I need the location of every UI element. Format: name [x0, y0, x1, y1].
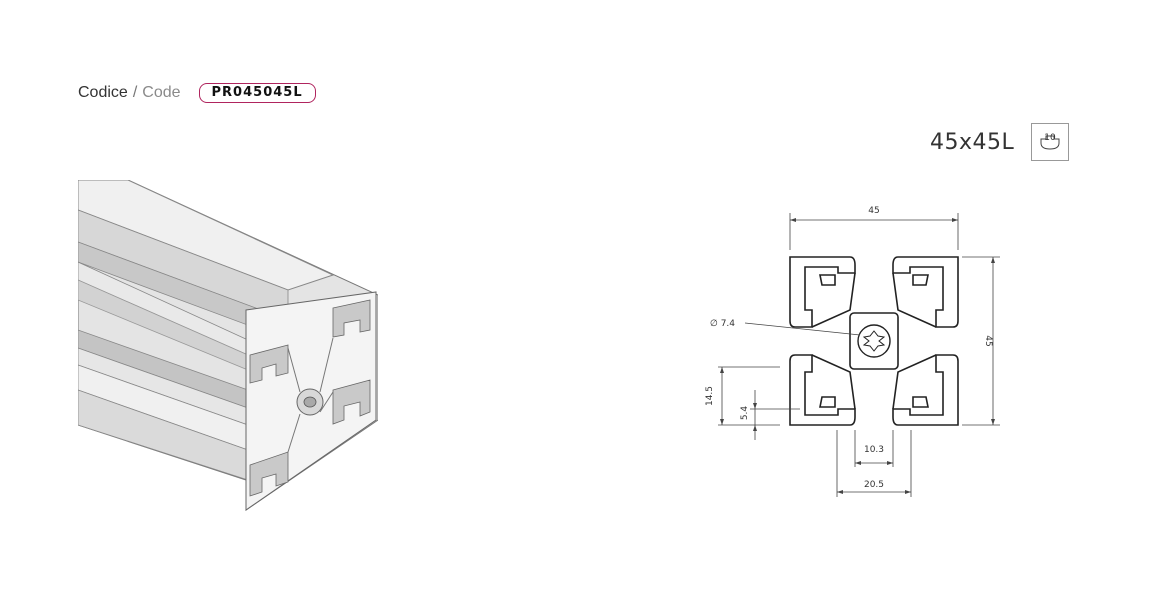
- dim-14-5-label: 14.5: [705, 386, 715, 406]
- dim-width-label: 45: [868, 206, 879, 216]
- slot-size-text: 10: [1044, 133, 1056, 143]
- dim-height-label: 45: [983, 335, 993, 346]
- profile-isometric-image: [78, 180, 378, 511]
- dim-bore-label: ∅ 7.4: [710, 319, 735, 329]
- code-label-italian: Codice: [78, 84, 128, 101]
- product-code-row: Codice / Code PR045045L: [78, 82, 316, 104]
- code-label-separator: /: [132, 84, 138, 101]
- dim-5-4-label: 5.4: [740, 406, 750, 421]
- profile-section-drawing: 45 45 ∅ 7.4 14.5: [705, 206, 1000, 497]
- dim-20-5-label: 20.5: [864, 480, 884, 490]
- dim-10-3-label: 10.3: [864, 445, 884, 455]
- code-label-english: Code: [142, 84, 181, 101]
- profile-size-label: 45x45L: [930, 130, 1015, 155]
- t-slot-icon: 10: [1031, 123, 1069, 161]
- product-code-badge: PR045045L: [198, 83, 316, 103]
